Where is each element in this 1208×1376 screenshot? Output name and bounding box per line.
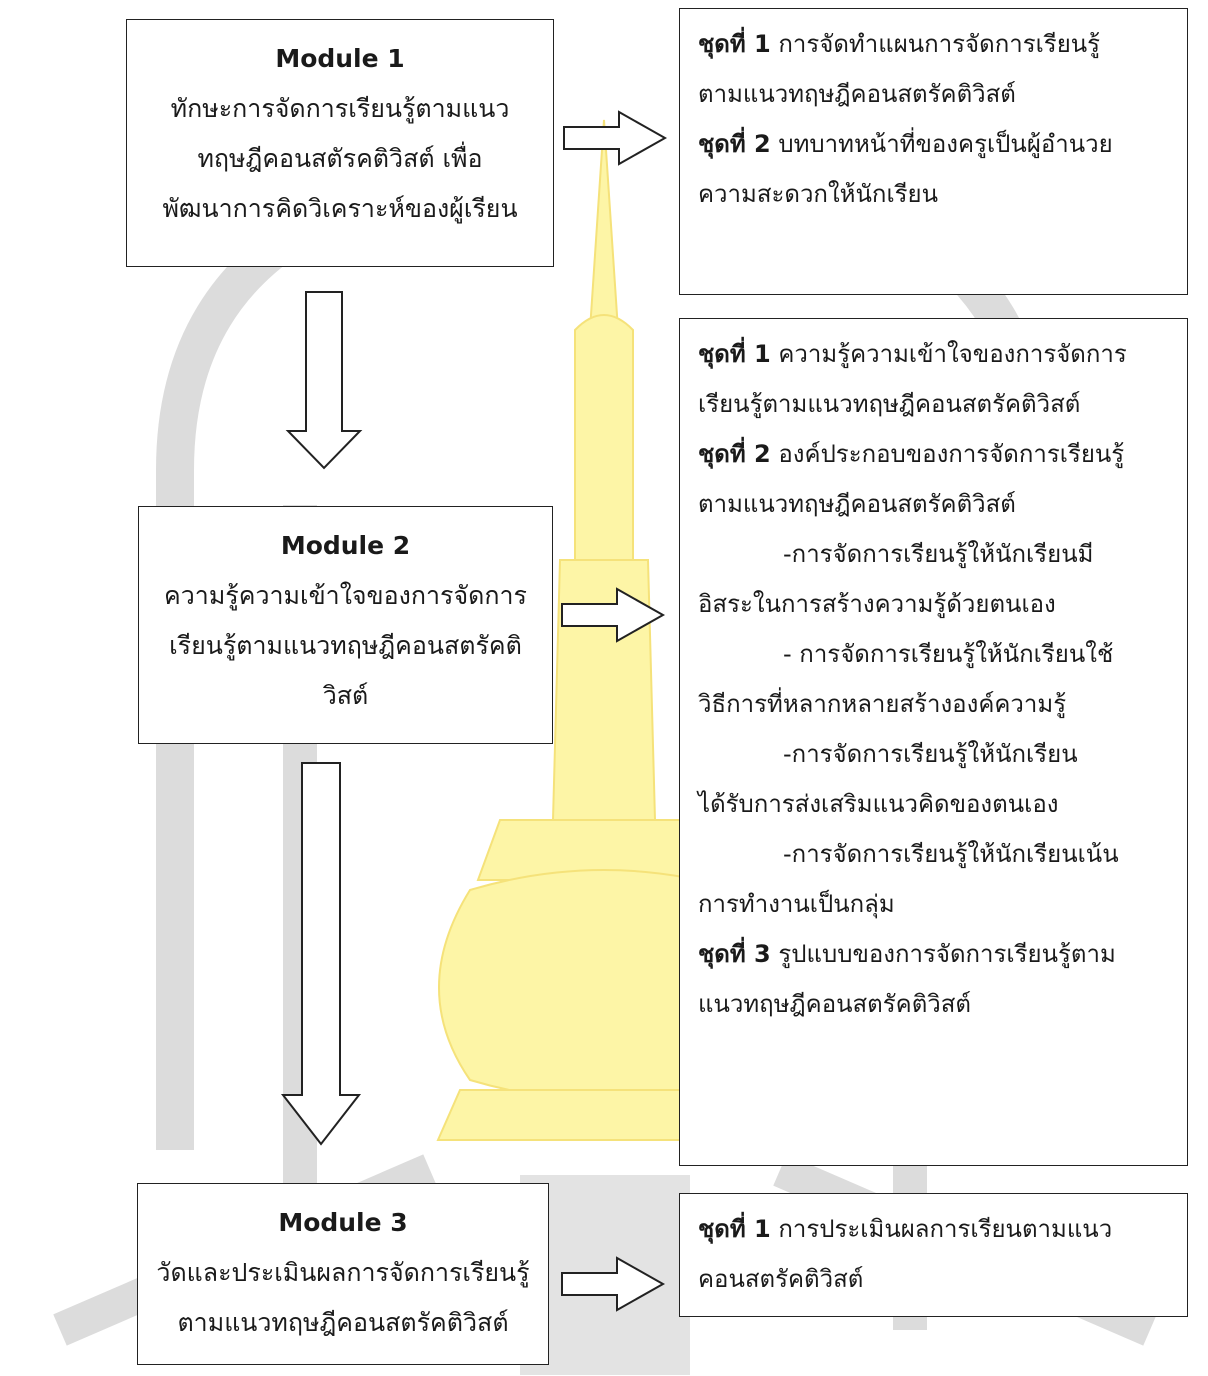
set-line: อิสระในการสร้างความรู้ด้วยตนเอง <box>698 579 1171 629</box>
set-line-text: ตามแนวทฤษฎีคอนสตรัคติวิสต์ <box>698 490 1016 518</box>
down-arrow-icon <box>280 762 362 1146</box>
set-line: -การจัดการเรียนรู้ให้นักเรียนเน้น <box>698 829 1171 879</box>
set-line: ชุดที่ 1 ความรู้ความเข้าใจของการจัดการ <box>698 329 1171 379</box>
right-arrow-icon <box>563 110 668 166</box>
set-line: การทำงานเป็นกลุ่ม <box>698 879 1171 929</box>
set-line-text: ตามแนวทฤษฎีคอนสตรัคติวิสต์ <box>698 80 1016 108</box>
module-2-line: เรียนรู้ตามแนวทฤษฎีคอนสตรัคติ <box>169 631 522 660</box>
module-1-title: Module 1 <box>275 44 405 73</box>
set-line-text: แนวทฤษฎีคอนสตรัคติวิสต์ <box>698 990 971 1018</box>
set-line: คอนสตรัคติวิสต์ <box>698 1254 1171 1304</box>
set-line-text: รูปแบบของการจัดการเรียนรู้ตาม <box>770 940 1116 968</box>
set-line-text: ได้รับการส่งเสริมแนวคิดของตนเอง <box>698 790 1059 818</box>
set-line: ตามแนวทฤษฎีคอนสตรัคติวิสต์ <box>698 479 1171 529</box>
set-line: ชุดที่ 2 บทบาทหน้าที่ของครูเป็นผู้อำนวย <box>698 119 1171 169</box>
set-line: ได้รับการส่งเสริมแนวคิดของตนเอง <box>698 779 1171 829</box>
set-line: ตามแนวทฤษฎีคอนสตรัคติวิสต์ <box>698 69 1171 119</box>
set-line: เรียนรู้ตามแนวทฤษฎีคอนสตรัคติวิสต์ <box>698 379 1171 429</box>
set-line: วิธีการที่หลากหลายสร้างองค์ความรู้ <box>698 679 1171 729</box>
set-line: ชุดที่ 1 การจัดทำแผนการจัดการเรียนรู้ <box>698 19 1171 69</box>
set-line: -การจัดการเรียนรู้ให้นักเรียน <box>698 729 1171 779</box>
down-arrow-icon <box>285 291 363 470</box>
set-line: ชุดที่ 3 รูปแบบของการจัดการเรียนรู้ตาม <box>698 929 1171 979</box>
set-line-text: คอนสตรัคติวิสต์ <box>698 1265 864 1293</box>
module-2-line: วิสต์ <box>322 681 369 710</box>
set-line: แนวทฤษฎีคอนสตรัคติวิสต์ <box>698 979 1171 1029</box>
set-line-text: ความรู้ความเข้าใจของการจัดการ <box>770 340 1127 368</box>
module-1-line: ทักษะการจัดการเรียนรู้ตามแนว <box>170 94 510 123</box>
right-arrow-icon <box>561 1256 666 1312</box>
set-number-label: ชุดที่ 2 <box>698 130 771 158</box>
set-line: ชุดที่ 2 องค์ประกอบของการจัดการเรียนรู้ <box>698 429 1171 479</box>
set-line-text: -การจัดการเรียนรู้ให้นักเรียน <box>783 740 1078 768</box>
set-line-text: -การจัดการเรียนรู้ให้นักเรียนมี <box>783 540 1094 568</box>
set-line-text: - การจัดการเรียนรู้ให้นักเรียนใช้ <box>783 640 1114 668</box>
module-1-line: พัฒนาการคิดวิเคราะห์ของผู้เรียน <box>162 194 518 223</box>
module-3-line: ตามแนวทฤษฎีคอนสตรัคติวิสต์ <box>177 1308 509 1337</box>
module-3-title: Module 3 <box>278 1208 408 1237</box>
set-line: - การจัดการเรียนรู้ให้นักเรียนใช้ <box>698 629 1171 679</box>
module-2-box: Module 2 ความรู้ความเข้าใจของการจัดการ เ… <box>138 506 553 744</box>
set-line-text: องค์ประกอบของการจัดการเรียนรู้ <box>770 440 1125 468</box>
right-arrow-icon <box>561 587 666 643</box>
set-number-label: ชุดที่ 1 <box>698 30 771 58</box>
module-2-line: ความรู้ความเข้าใจของการจัดการ <box>164 581 527 610</box>
set-line-text: อิสระในการสร้างความรู้ด้วยตนเอง <box>698 590 1056 618</box>
set-line-text: -การจัดการเรียนรู้ให้นักเรียนเน้น <box>783 840 1119 868</box>
module-2-title: Module 2 <box>280 531 411 560</box>
set-box-module-1: ชุดที่ 1 การจัดทำแผนการจัดการเรียนรู้ตาม… <box>679 8 1188 295</box>
set-line-text: เรียนรู้ตามแนวทฤษฎีคอนสตรัคติวิสต์ <box>698 390 1081 418</box>
set-line: ชุดที่ 1 การประเมินผลการเรียนตามแนว <box>698 1204 1171 1254</box>
set-line-text: วิธีการที่หลากหลายสร้างองค์ความรู้ <box>698 690 1067 718</box>
set-box-module-2: ชุดที่ 1 ความรู้ความเข้าใจของการจัดการเร… <box>679 318 1188 1166</box>
set-line-text: การจัดทำแผนการจัดการเรียนรู้ <box>770 30 1101 58</box>
module-3-line: วัดและประเมินผลการจัดการเรียนรู้ <box>156 1258 530 1287</box>
module-1-box: Module 1 ทักษะการจัดการเรียนรู้ตามแนว ทฤ… <box>126 19 554 267</box>
set-line: ความสะดวกให้นักเรียน <box>698 169 1171 219</box>
set-line-text: การประเมินผลการเรียนตามแนว <box>770 1215 1113 1243</box>
module-3-box: Module 3 วัดและประเมินผลการจัดการเรียนรู… <box>137 1183 549 1365</box>
set-number-label: ชุดที่ 1 <box>698 340 771 368</box>
set-line-text: การทำงานเป็นกลุ่ม <box>698 890 895 918</box>
set-box-module-3: ชุดที่ 1 การประเมินผลการเรียนตามแนวคอนสต… <box>679 1193 1188 1317</box>
set-line-text: บทบาทหน้าที่ของครูเป็นผู้อำนวย <box>770 130 1113 158</box>
set-number-label: ชุดที่ 1 <box>698 1215 771 1243</box>
module-1-line: ทฤษฎีคอนสตัรคติวิสต์ เพื่อ <box>197 144 483 173</box>
set-line-text: ความสะดวกให้นักเรียน <box>698 180 938 208</box>
set-number-label: ชุดที่ 2 <box>698 440 771 468</box>
set-number-label: ชุดที่ 3 <box>698 940 771 968</box>
set-line: -การจัดการเรียนรู้ให้นักเรียนมี <box>698 529 1171 579</box>
